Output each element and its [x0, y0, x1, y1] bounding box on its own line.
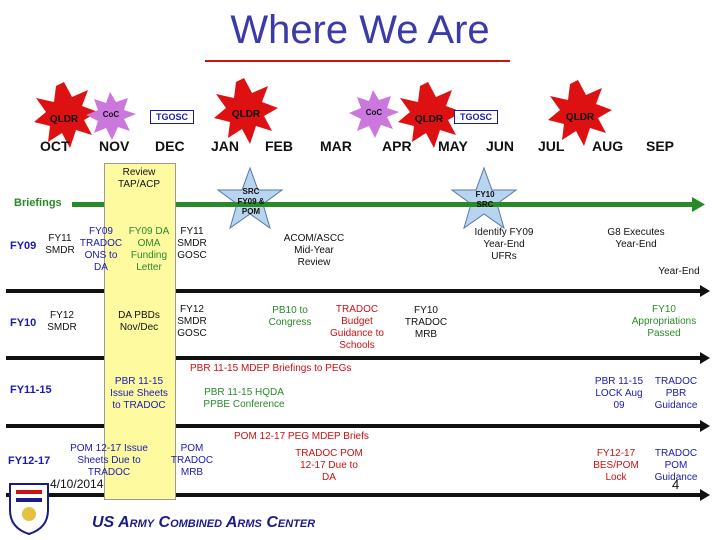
fy1115-mdep-pegs: PBR 11-15 MDEP Briefings to PEGs	[190, 363, 352, 374]
qldr-3-label: QLDR	[415, 114, 444, 125]
fy09-g8-executes: G8 Executes Year-End	[607, 227, 665, 250]
fy1217-pom-due: TRADOC POM 12-17 Due to DA	[295, 448, 363, 483]
month-sep: SEP	[646, 138, 675, 154]
page-title: Where We Are	[230, 8, 490, 52]
fy09-label: FY09	[10, 240, 37, 252]
fy10-fy12-smdr: FY12 SMDR	[47, 310, 77, 333]
briefings-label: Briefings	[14, 197, 62, 209]
fy09-identify-ufrs: Identify FY09 Year-End UFRs	[474, 227, 534, 262]
star-src-fy09	[216, 166, 284, 230]
cac-crest-logo	[9, 483, 49, 536]
month-oct: OCT	[40, 138, 70, 154]
month-feb: FEB	[265, 138, 293, 154]
qldr-burst-3: QLDR	[398, 82, 462, 148]
fy10-smdr-gosc: FY12 SMDR GOSC	[177, 304, 207, 339]
fy1115-lock: PBR 11-15 LOCK Aug 09	[594, 376, 644, 411]
fy09-fy11-smdr: FY11 SMDR	[45, 233, 75, 256]
fy1217-label: FY12-17	[8, 455, 51, 467]
fy09-line	[6, 289, 701, 293]
month-may: MAY	[438, 138, 468, 154]
star-fy10-src	[450, 166, 518, 230]
fy09-oma-funding: FY09 DA OMA Funding Letter	[128, 226, 170, 273]
month-nov: NOV	[99, 138, 130, 154]
star-1-label: SRC FY09 & POM	[237, 187, 265, 216]
fy1217-pom-mrb: POM TRADOC MRB	[170, 443, 214, 478]
qldr-1-label: QLDR	[50, 114, 79, 125]
fy10-budget-guidance: TRADOC Budget Guidance to Schools	[330, 304, 384, 351]
qldr-burst-1: QLDR	[34, 82, 98, 148]
qldr-burst-4: QLDR	[548, 80, 612, 146]
qldr-burst-2: QLDR	[214, 78, 278, 144]
fy1115-pbr-guidance: TRADOC PBR Guidance	[654, 376, 698, 411]
tgosc-1: TGOSC	[150, 110, 195, 124]
month-axis: OCT NOV DEC JAN FEB MAR APR MAY JUN JUL …	[0, 138, 720, 158]
fy10-appropriations: FY10 Appropriations Passed	[631, 304, 697, 339]
title-underline	[205, 60, 510, 62]
star-2-label: FY10 SRC	[475, 190, 495, 209]
fy09-year-end: Year-End	[658, 266, 700, 277]
fy09-smdr-gosc: FY11 SMDR GOSC	[177, 226, 207, 261]
page-number: 4	[672, 477, 680, 492]
month-aug: AUG	[592, 138, 624, 154]
fy1217-issue-sheets: POM 12-17 Issue Sheets Due to TRADOC	[70, 443, 148, 478]
fy10-pb10-congress: PB10 to Congress	[268, 305, 312, 328]
review-column	[104, 163, 176, 500]
fy10-label: FY10	[10, 317, 37, 329]
fy09-tradoc-ons: FY09 TRADOC ONS to DA	[79, 226, 123, 273]
month-apr: APR	[382, 138, 412, 154]
fy1217-line	[6, 493, 701, 497]
fy1115-issue-sheets: PBR 11-15 Issue Sheets to TRADOC	[110, 376, 168, 411]
coc-burst-1: CoC	[86, 92, 136, 140]
briefings-arrowhead	[692, 197, 705, 212]
fy09-acom-review: ACOM/ASCC Mid-Year Review	[283, 233, 345, 268]
briefings-line	[72, 202, 694, 207]
month-jan: JAN	[211, 138, 240, 154]
fy10-tradoc-mrb: FY10 TRADOC MRB	[404, 305, 448, 340]
fy1115-line	[6, 424, 701, 428]
review-label: Review TAP/ACP	[117, 167, 161, 190]
footer-date: 4/10/2014	[50, 477, 104, 491]
coc-2-label: CoC	[366, 108, 383, 117]
qldr-4-label: QLDR	[566, 112, 595, 123]
month-dec: DEC	[155, 138, 185, 154]
footer-org: US Army Combined Arms Center	[92, 514, 316, 531]
fy10-da-pbds: DA PBDs Nov/Dec	[118, 310, 160, 333]
fy1115-label: FY11-15	[10, 384, 52, 396]
qldr-2-label: QLDR	[232, 109, 261, 120]
coc-1-label: CoC	[103, 110, 120, 119]
tgosc-2: TGOSC	[454, 110, 499, 124]
month-jul: JUL	[538, 138, 565, 154]
coc-burst-2: CoC	[349, 90, 399, 138]
fy10-line	[6, 356, 701, 360]
fy1115-hqda-ppbe: PBR 11-15 HQDA PPBE Conference	[203, 387, 285, 410]
fy1217-pom-guidance: TRADOC POM Guidance	[654, 448, 698, 483]
fy1217-bes-pom-lock: FY12-17 BES/POM Lock	[593, 448, 639, 483]
fy1217-mdep-briefs: POM 12-17 PEG MDEP Briefs	[234, 431, 369, 442]
month-jun: JUN	[486, 138, 515, 154]
month-mar: MAR	[320, 138, 352, 154]
